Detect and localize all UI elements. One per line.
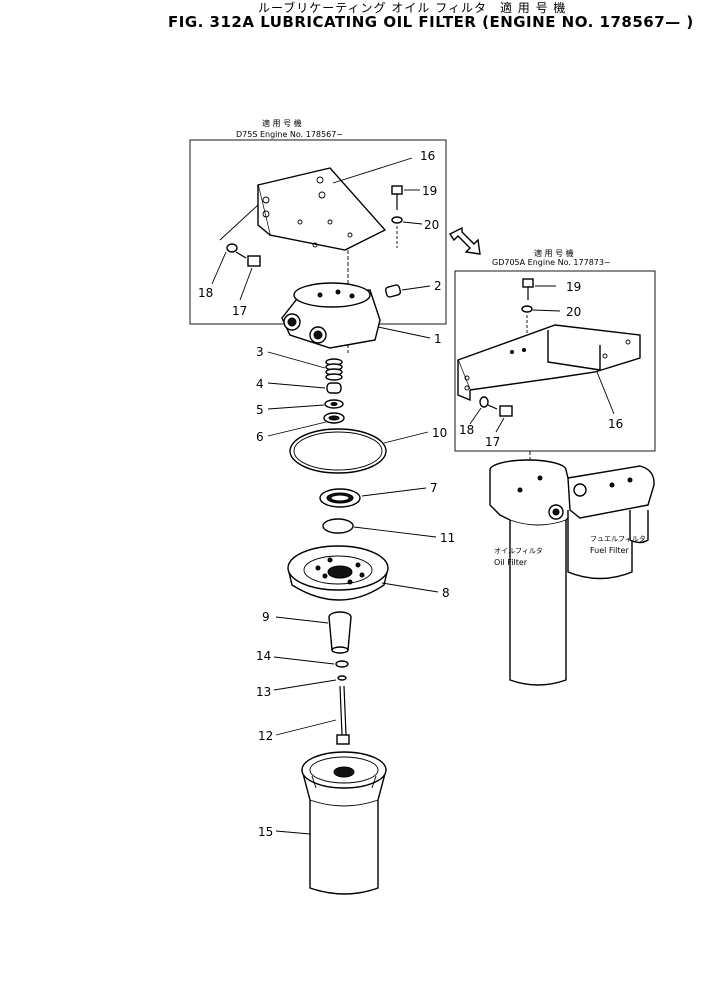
callout-11: 11: [440, 531, 455, 545]
part-7-bushing: [319, 488, 361, 508]
callout-19-right: 19: [566, 280, 581, 294]
callout-17-right: 17: [485, 435, 500, 449]
callout-18-right: 18: [459, 423, 474, 437]
callout-8: 8: [442, 586, 450, 600]
figure-title: FIG. 312A LUBRICATING OIL FILTER (ENGINE…: [168, 13, 694, 31]
bolt-19-right: [522, 278, 534, 300]
right-variant-box: 適 用 号 機 GD705A Engine No. 177873~ 19 20: [454, 248, 656, 452]
callout-19-left: 19: [422, 184, 437, 198]
part-14-washer: [335, 660, 349, 668]
bolt-17-right: [487, 404, 513, 417]
part-3-spring: [325, 358, 343, 381]
callout-20-right: 20: [566, 305, 581, 319]
fuel-filter-label-jp: フュエルフィルタ: [590, 534, 646, 543]
oil-filter-label-jp: オイルフィルタ: [494, 546, 543, 555]
callout-12: 12: [258, 729, 273, 743]
callout-13: 13: [256, 685, 271, 699]
part-9-tube: [328, 611, 352, 654]
washer-20-left: [391, 216, 403, 224]
fuel-filter-label: Fuel Filter: [590, 546, 629, 555]
oil-filter-label: Oil Filter: [494, 558, 528, 567]
callout-16-right: 16: [608, 417, 623, 431]
callout-3: 3: [256, 345, 264, 359]
callout-6: 6: [256, 430, 264, 444]
part-10-o-ring: [289, 428, 387, 474]
right-box-header-en: GD705A Engine No. 177873~: [492, 258, 611, 267]
left-box-header-jp: 適 用 号 機: [262, 118, 302, 128]
right-box-frame: [454, 270, 656, 452]
part-15-filter-element: [301, 751, 387, 895]
part-12-long-bolt: [336, 685, 350, 745]
part-13-washer: [337, 675, 347, 681]
callout-14: 14: [256, 649, 271, 663]
callout-1: 1: [434, 332, 442, 346]
part-4-valve: [326, 382, 342, 394]
callout-10: 10: [432, 426, 447, 440]
callout-16-left: 16: [420, 149, 435, 163]
callout-18-left: 18: [198, 286, 213, 300]
part-1-filter-head: [281, 282, 381, 349]
left-variant-box: 適 用 号 機 D75S Engine No. 178567~ 16 19: [189, 118, 447, 325]
callout-9: 9: [262, 610, 270, 624]
oil-fuel-filter-assembly: [489, 459, 655, 686]
bolt-17-left: [235, 251, 261, 267]
washer-20-right: [521, 305, 533, 313]
washer-18-right: [479, 396, 489, 408]
callout-7: 7: [430, 481, 438, 495]
washer-18-left: [226, 243, 238, 253]
part-2-plug: [384, 284, 402, 298]
bracket-16-right: [457, 324, 641, 402]
double-arrow: [448, 226, 481, 255]
callout-17-left: 17: [232, 304, 247, 318]
right-box-header-jp: 適 用 号 機: [534, 248, 574, 258]
left-box-header-en: D75S Engine No. 178567~: [236, 130, 343, 139]
callout-2: 2: [434, 279, 442, 293]
title-japanese: ルーブリケーティング オイル フィルタ 適 用 号 機: [258, 0, 566, 15]
part-8-cover-plate: [287, 545, 389, 601]
callout-15: 15: [258, 825, 273, 839]
part-11-o-ring: [322, 518, 354, 534]
callout-4: 4: [256, 377, 264, 391]
bolt-19-left: [391, 185, 403, 210]
bracket-16-left: [257, 167, 387, 251]
callout-20-left: 20: [424, 218, 439, 232]
callout-5: 5: [256, 403, 264, 417]
